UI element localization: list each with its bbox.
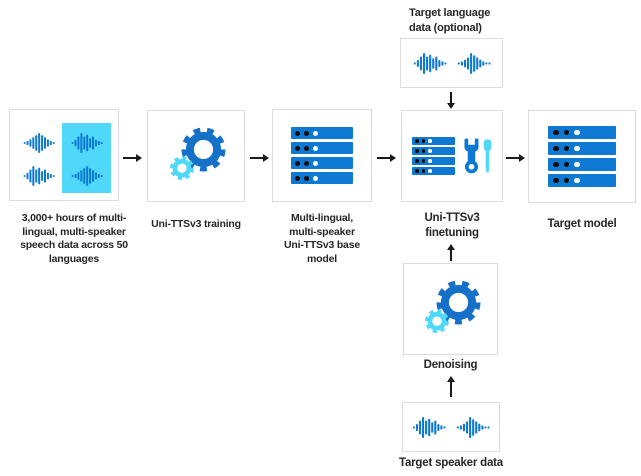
server-stack-with-tools-icon [412,137,492,175]
status-dot [421,139,426,143]
target-model-label: Target model [547,218,617,230]
node-target-language-data [400,38,503,88]
status-dot [553,177,559,184]
status-dot [295,160,300,166]
server-bar [291,172,353,184]
status-dot [304,145,309,151]
status-dot [428,169,432,173]
status-dot [313,175,318,181]
arrow-right-2 [250,154,269,161]
status-dot [563,177,569,184]
audio-waveform-icon [71,166,103,186]
status-dot [574,161,580,168]
server-bar [412,147,455,155]
status-dot [421,149,426,153]
audio-waveform-icon [456,416,490,438]
audio-waveform-icon [413,52,447,74]
status-dot [304,130,309,136]
speech-data-label: 3,000+ hours of multi- lingual, multi-sp… [20,212,128,265]
server-bar [548,126,616,139]
status-dot [313,160,318,166]
status-dot [421,169,426,173]
status-dot [553,129,559,136]
server-bar [548,174,616,187]
arrow-down-target-language [447,92,454,109]
audio-waveform-icon [71,133,103,153]
status-dot [553,161,559,168]
status-dot [313,145,318,151]
status-dot [295,145,300,151]
status-dot [563,145,569,152]
server-bar [548,158,616,171]
server-bar [291,157,353,169]
server-stack-icon [412,137,455,175]
audio-waveform-icon [457,52,491,74]
node-denoising [403,263,498,355]
denoising-label: Denoising [423,359,478,371]
status-dot [574,177,580,184]
status-dot [574,129,580,136]
audio-waveform-icon [23,133,55,153]
node-finetuning [401,110,503,202]
base-model-label: Multi-lingual, multi-speaker Uni-TTSv3 b… [284,212,360,265]
tools-group [464,138,492,174]
status-dot [428,159,432,163]
target-language-data-label: Target language data (optional) [409,7,491,34]
status-dot [421,159,426,163]
status-dot [553,145,559,152]
finetuning-label: Uni-TTSv3 finetuning [424,212,480,239]
node-target-speaker-data [402,402,500,452]
server-bar [412,157,455,165]
audio-waveform-icon [412,416,446,438]
arrow-right-1 [123,154,142,161]
node-base-model [272,109,372,202]
server-bar [291,127,353,139]
audio-waveform-icon [23,166,55,186]
arrow-up-denoising-to-finetuning [447,244,454,261]
gears-icon [169,127,226,181]
status-dot [563,161,569,168]
screwdriver-icon [483,139,492,173]
server-stack-icon [291,127,353,184]
status-dot [415,139,419,143]
status-dot [415,169,419,173]
speech-data-content [10,110,118,200]
target-speaker-data-label: Target speaker data [398,457,503,469]
status-dot [415,159,419,163]
server-stack-icon [548,126,616,187]
wrench-icon [464,138,479,174]
status-dot [304,160,309,166]
node-training [147,110,245,202]
node-speech-data [9,109,119,201]
arrow-right-4 [506,154,525,161]
node-target-model [528,110,636,203]
server-bar [291,142,353,154]
status-dot [415,149,419,153]
status-dot [304,175,309,181]
status-dot [428,149,432,153]
server-bar [548,142,616,155]
server-bar [412,137,455,145]
training-label: Uni-TTSv3 training [151,218,241,230]
server-bar [412,167,455,175]
status-dot [295,130,300,136]
arrow-right-3 [377,154,396,161]
status-dot [563,129,569,136]
status-dot [295,175,300,181]
status-dot [574,145,580,152]
status-dot [313,130,318,136]
gears-icon [424,280,481,334]
arrow-up-speaker-to-denoising [447,376,454,397]
status-dot [428,139,432,143]
